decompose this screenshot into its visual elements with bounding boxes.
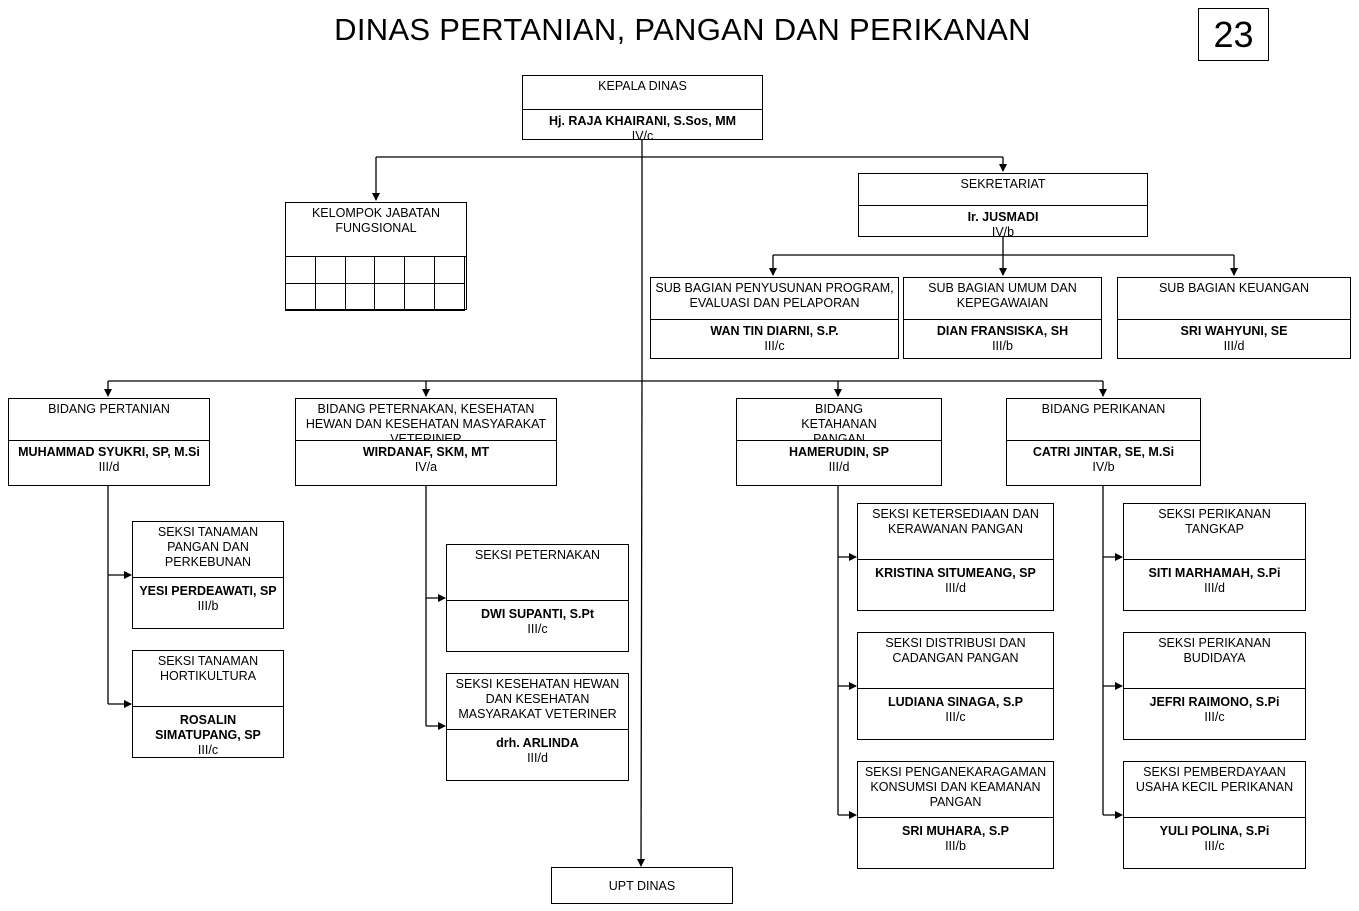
subbag-umum-label: SUB BAGIAN UMUM DAN KEPEGAWAIAN	[904, 278, 1101, 320]
kepala-dinas-label: KEPALA DINAS	[523, 76, 762, 110]
bidang-ketahanan-grade: III/d	[828, 460, 850, 474]
subbag-program-name: WAN TIN DIARNI, S.P.	[710, 324, 839, 338]
seksi-kesehatan-hewan-grade: III/d	[527, 751, 548, 765]
seksi-perikanan-tangkap-label: SEKSI PERIKANAN TANGKAP	[1124, 504, 1305, 560]
page-number: 23	[1198, 8, 1269, 61]
subbag-umum-box: SUB BAGIAN UMUM DAN KEPEGAWAIAN DIAN FRA…	[903, 277, 1102, 359]
chart-title: DINAS PERTANIAN, PANGAN DAN PERIKANAN	[334, 12, 1031, 47]
sekretariat-name: Ir. JUSMADI	[967, 210, 1039, 224]
seksi-ketersediaan-grade: III/d	[945, 581, 966, 595]
seksi-perikanan-budidaya-label: SEKSI PERIKANAN BUDIDAYA	[1124, 633, 1305, 689]
seksi-tanaman-pangan-box: SEKSI TANAMAN PANGAN DAN PERKEBUNAN YESI…	[132, 521, 284, 629]
kepala-dinas-grade: IV/c	[631, 129, 654, 143]
sekretariat-box: SEKRETARIAT Ir. JUSMADI IV/b	[858, 173, 1148, 239]
seksi-ketersediaan-label: SEKSI KETERSEDIAAN DAN KERAWANAN PANGAN	[858, 504, 1053, 560]
seksi-usaha-kecil-grade: III/c	[1204, 839, 1225, 853]
seksi-ketersediaan-box: SEKSI KETERSEDIAAN DAN KERAWANAN PANGAN …	[857, 503, 1054, 611]
bidang-ketahanan-label: BIDANG KETAHANAN PANGAN	[737, 399, 941, 441]
seksi-penganekaragaman-name: SRI MUHARA, S.P	[902, 824, 1009, 838]
kepala-dinas-box: KEPALA DINAS Hj. RAJA KHAIRANI, S.Sos, M…	[522, 75, 763, 143]
seksi-ketersediaan-name: KRISTINA SITUMEANG, SP	[875, 566, 1036, 580]
bidang-pertanian-label: BIDANG PERTANIAN	[9, 399, 209, 441]
seksi-perikanan-budidaya-box: SEKSI PERIKANAN BUDIDAYA JEFRI RAIMONO, …	[1123, 632, 1306, 740]
subbag-program-grade: III/c	[764, 339, 785, 353]
seksi-distribusi-name: LUDIANA SINAGA, S.P	[888, 695, 1023, 709]
seksi-penganekaragaman-label: SEKSI PENGANEKARAGAMAN KONSUMSI DAN KEAM…	[858, 762, 1053, 818]
bidang-peternakan-box: BIDANG PETERNAKAN, KESEHATAN HEWAN DAN K…	[295, 398, 557, 486]
bidang-ketahanan-name: HAMERUDIN, SP	[788, 445, 889, 459]
bidang-ketahanan-box: BIDANG KETAHANAN PANGAN HAMERUDIN, SP II…	[736, 398, 942, 486]
upt-dinas-box: UPT DINAS	[551, 867, 733, 904]
bidang-perikanan-grade: IV/b	[1092, 460, 1115, 474]
seksi-hortikultura-label: SEKSI TANAMAN HORTIKULTURA	[133, 651, 283, 707]
subbag-keuangan-box: SUB BAGIAN KEUANGAN SRI WAHYUNI, SE III/…	[1117, 277, 1351, 359]
sekretariat-label: SEKRETARIAT	[859, 174, 1147, 206]
seksi-penganekaragaman-box: SEKSI PENGANEKARAGAMAN KONSUMSI DAN KEAM…	[857, 761, 1054, 869]
bidang-pertanian-box: BIDANG PERTANIAN MUHAMMAD SYUKRI, SP, M.…	[8, 398, 210, 486]
fungsional-grid	[285, 256, 465, 311]
kepala-dinas-name: Hj. RAJA KHAIRANI, S.Sos, MM	[548, 114, 737, 128]
subbag-keuangan-name: SRI WAHYUNI, SE	[1180, 324, 1288, 338]
seksi-tanaman-pangan-label: SEKSI TANAMAN PANGAN DAN PERKEBUNAN	[133, 522, 283, 578]
seksi-distribusi-grade: III/c	[945, 710, 966, 724]
bidang-pertanian-grade: III/d	[98, 460, 120, 474]
bidang-peternakan-label: BIDANG PETERNAKAN, KESEHATAN HEWAN DAN K…	[296, 399, 556, 441]
upt-dinas-label: UPT DINAS	[608, 879, 676, 893]
seksi-perikanan-budidaya-grade: III/c	[1204, 710, 1225, 724]
sekretariat-grade: IV/b	[991, 225, 1015, 239]
seksi-perikanan-tangkap-grade: III/d	[1204, 581, 1225, 595]
subbag-keuangan-grade: III/d	[1223, 339, 1245, 353]
bidang-pertanian-name: MUHAMMAD SYUKRI, SP, M.Si	[18, 445, 200, 459]
bidang-perikanan-box: BIDANG PERIKANAN CATRI JINTAR, SE, M.Si …	[1006, 398, 1201, 486]
seksi-peternakan-box: SEKSI PETERNAKAN DWI SUPANTI, S.Pt III/c	[446, 544, 629, 652]
seksi-kesehatan-hewan-label: SEKSI KESEHATAN HEWAN DAN KESEHATAN MASY…	[447, 674, 628, 730]
subbag-umum-name: DIAN FRANSISKA, SH	[936, 324, 1069, 338]
seksi-tanaman-pangan-grade: III/b	[197, 599, 219, 613]
seksi-peternakan-label: SEKSI PETERNAKAN	[447, 545, 628, 601]
seksi-tanaman-pangan-name: YESI PERDEAWATI, SP	[139, 584, 277, 598]
fungsional-label: KELOMPOK JABATAN FUNGSIONAL	[286, 203, 466, 257]
subbag-program-box: SUB BAGIAN PENYUSUNAN PROGRAM, EVALUASI …	[650, 277, 899, 359]
fungsional-box: KELOMPOK JABATAN FUNGSIONAL	[285, 202, 467, 311]
subbag-program-label: SUB BAGIAN PENYUSUNAN PROGRAM, EVALUASI …	[651, 278, 898, 320]
seksi-usaha-kecil-box: SEKSI PEMBERDAYAAN USAHA KECIL PERIKANAN…	[1123, 761, 1306, 869]
seksi-perikanan-tangkap-box: SEKSI PERIKANAN TANGKAP SITI MARHAMAH, S…	[1123, 503, 1306, 611]
seksi-distribusi-label: SEKSI DISTRIBUSI DAN CADANGAN PANGAN	[858, 633, 1053, 689]
bidang-perikanan-label: BIDANG PERIKANAN	[1007, 399, 1200, 441]
seksi-hortikultura-box: SEKSI TANAMAN HORTIKULTURA ROSALIN SIMAT…	[132, 650, 284, 758]
seksi-penganekaragaman-grade: III/b	[945, 839, 966, 853]
seksi-usaha-kecil-name: YULI POLINA, S.Pi	[1159, 824, 1270, 838]
bidang-peternakan-name: WIRDANAF, SKM, MT	[362, 445, 490, 459]
seksi-hortikultura-name: ROSALIN SIMATUPANG, SP	[155, 713, 261, 742]
seksi-usaha-kecil-label: SEKSI PEMBERDAYAAN USAHA KECIL PERIKANAN	[1124, 762, 1305, 818]
seksi-perikanan-tangkap-name: SITI MARHAMAH, S.Pi	[1148, 566, 1281, 580]
seksi-hortikultura-grade: III/c	[197, 743, 219, 757]
bidang-peternakan-grade: IV/a	[414, 460, 438, 474]
seksi-kesehatan-hewan-box: SEKSI KESEHATAN HEWAN DAN KESEHATAN MASY…	[446, 673, 629, 781]
bidang-perikanan-name: CATRI JINTAR, SE, M.Si	[1032, 445, 1175, 459]
seksi-kesehatan-hewan-name: drh. ARLINDA	[496, 736, 579, 750]
seksi-peternakan-grade: III/c	[527, 622, 548, 636]
subbag-umum-grade: III/b	[992, 339, 1013, 353]
seksi-peternakan-name: DWI SUPANTI, S.Pt	[481, 607, 594, 621]
seksi-distribusi-box: SEKSI DISTRIBUSI DAN CADANGAN PANGAN LUD…	[857, 632, 1054, 740]
seksi-perikanan-budidaya-name: JEFRI RAIMONO, S.Pi	[1149, 695, 1280, 709]
subbag-keuangan-label: SUB BAGIAN KEUANGAN	[1118, 278, 1350, 320]
